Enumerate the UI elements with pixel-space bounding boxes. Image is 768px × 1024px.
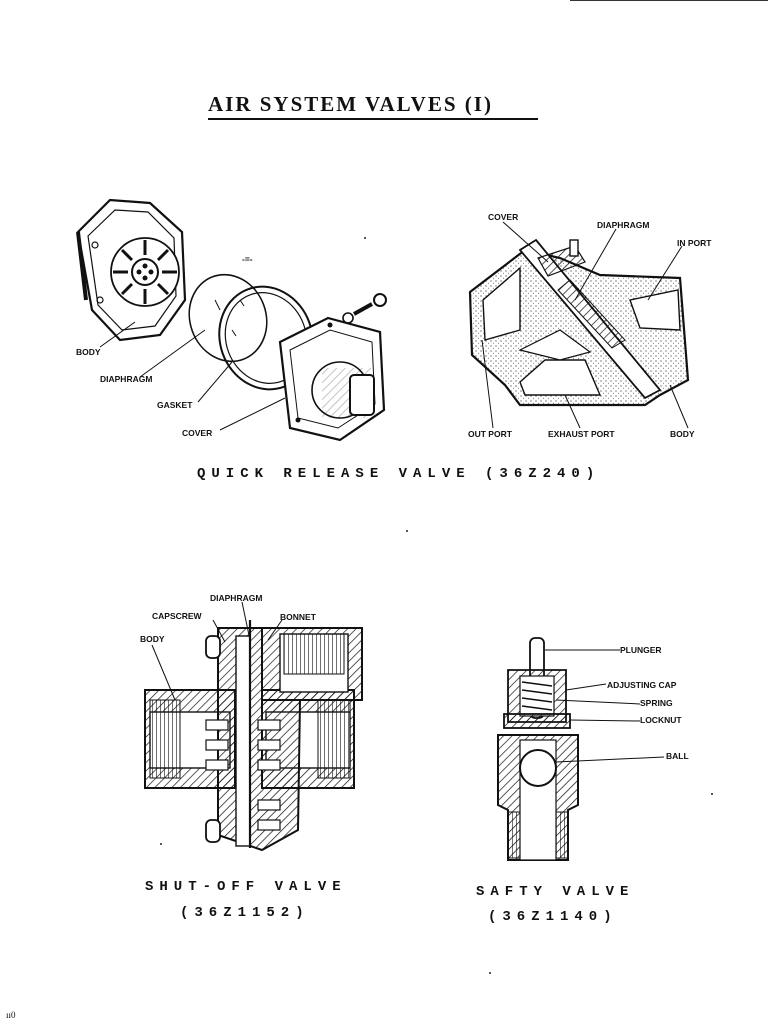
qr-label-diaphragm: DIAPHRAGM: [100, 374, 152, 384]
shut-off-caption-code: (36Z1152): [180, 905, 310, 921]
quick-release-section-diagram: COVER DIAPHRAGM IN PORT OUT PORT EXHAUST…: [468, 212, 712, 439]
qr-body-part: [76, 198, 187, 342]
safety-caption-name: SAFTY VALVE: [476, 884, 635, 900]
sv-label-plunger: PLUNGER: [620, 645, 662, 655]
svg-text:-=-: -=-: [242, 254, 253, 264]
quick-release-caption: QUICK RELEASE VALVE (36Z240): [197, 466, 601, 482]
scan-speck: [160, 843, 162, 845]
shut-off-caption-name: SHUT-OFF VALVE: [145, 879, 347, 895]
so-label-diaphragm: DIAPHRAGM: [210, 593, 262, 603]
so-label-bonnet: BONNET: [280, 612, 317, 622]
qr-label-body: BODY: [76, 347, 101, 357]
qr-label-cover-section: COVER: [488, 212, 518, 222]
qr-label-out-port: OUT PORT: [468, 429, 513, 439]
scan-speck: [489, 972, 491, 974]
qr-cover-part: [278, 316, 386, 442]
safety-valve-diagram: PLUNGER ADJUSTING CAP SPRING LOCKNUT BAL…: [497, 637, 689, 861]
sv-label-adjusting-cap: ADJUSTING CAP: [607, 680, 677, 690]
qr-gasket-part: [218, 285, 314, 391]
so-label-body: BODY: [140, 634, 165, 644]
quick-release-exploded-diagram: -=- BODY DIAPHRAGM GASKET COVER: [76, 198, 387, 442]
safety-caption-code: (36Z1140): [488, 909, 618, 925]
qr-label-gasket: GASKET: [157, 400, 193, 410]
page-title: AIR SYSTEM VALVES (I): [208, 92, 538, 120]
page-mark: ıı0: [6, 1010, 16, 1020]
sv-label-ball: BALL: [666, 751, 689, 761]
sv-label-spring: SPRING: [640, 698, 673, 708]
qr-capscrew-part: [342, 293, 387, 324]
qr-label-exhaust-port: EXHAUST PORT: [548, 429, 615, 439]
scan-speck: [364, 237, 366, 239]
sv-label-locknut: LOCKNUT: [640, 715, 682, 725]
so-label-capscrew: CAPSCREW: [152, 611, 203, 621]
scan-speck: [711, 793, 713, 795]
qr-label-body-section: BODY: [670, 429, 695, 439]
shut-off-valve-diagram: DIAPHRAGM CAPSCREW BONNET BODY: [140, 593, 363, 852]
qr-label-cover: COVER: [182, 428, 212, 438]
qr-label-diaphragm-section: DIAPHRAGM: [597, 220, 649, 230]
scan-speck: [406, 530, 408, 532]
top-rule: [570, 0, 768, 1]
qr-label-in-port: IN PORT: [677, 238, 712, 248]
